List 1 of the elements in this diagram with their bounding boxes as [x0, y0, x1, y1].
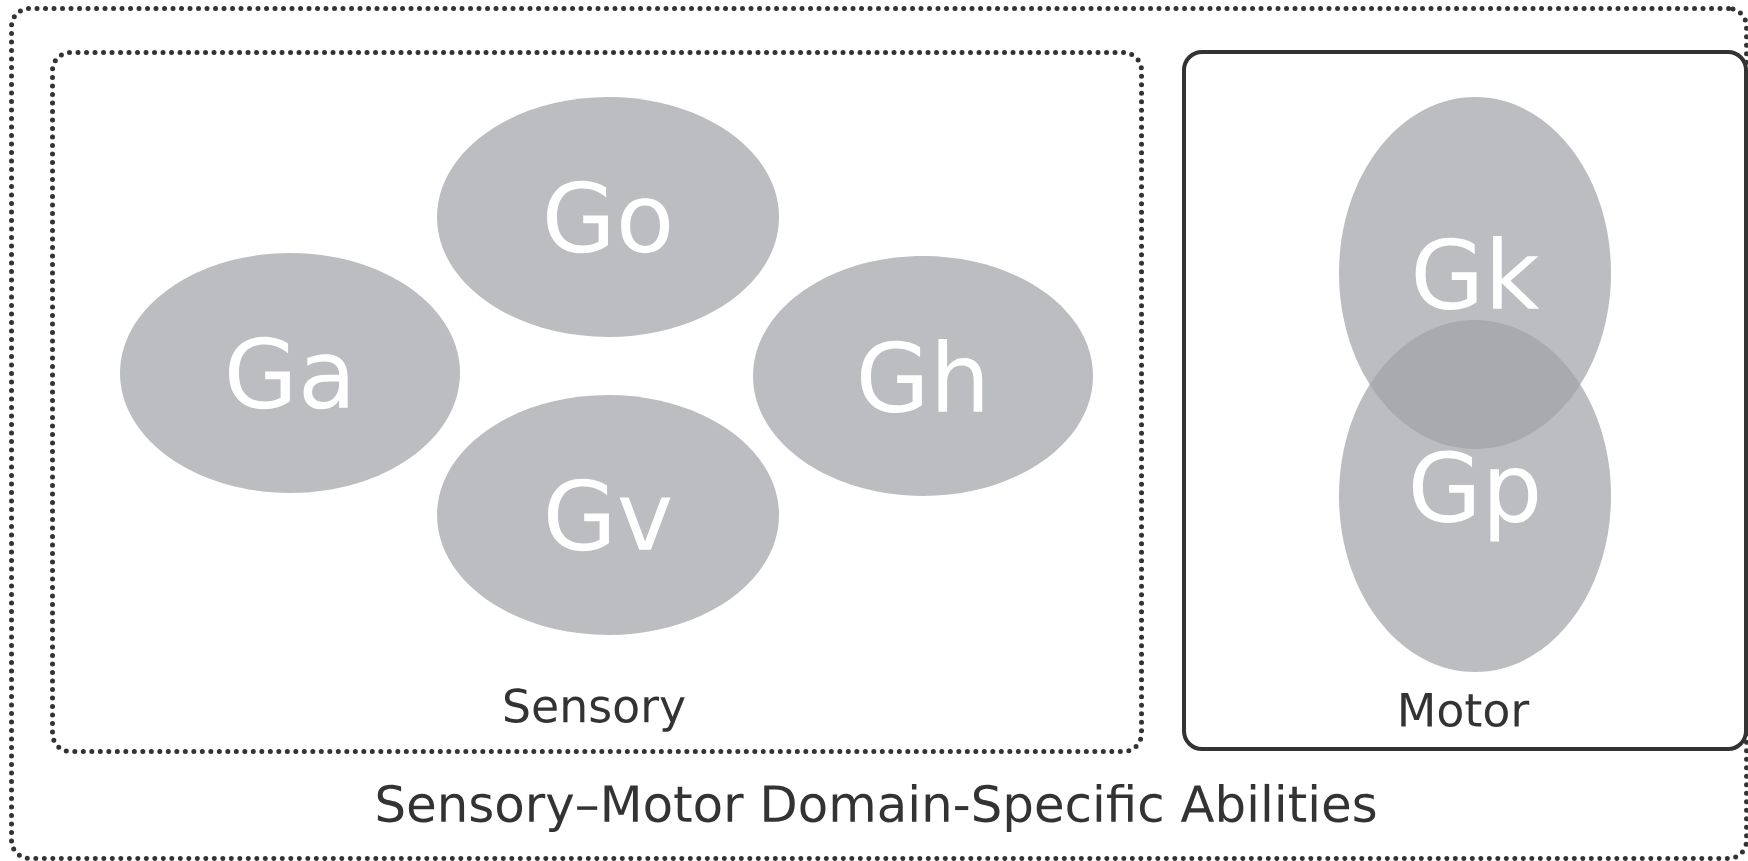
node-label: Gp [1412, 450, 1538, 542]
